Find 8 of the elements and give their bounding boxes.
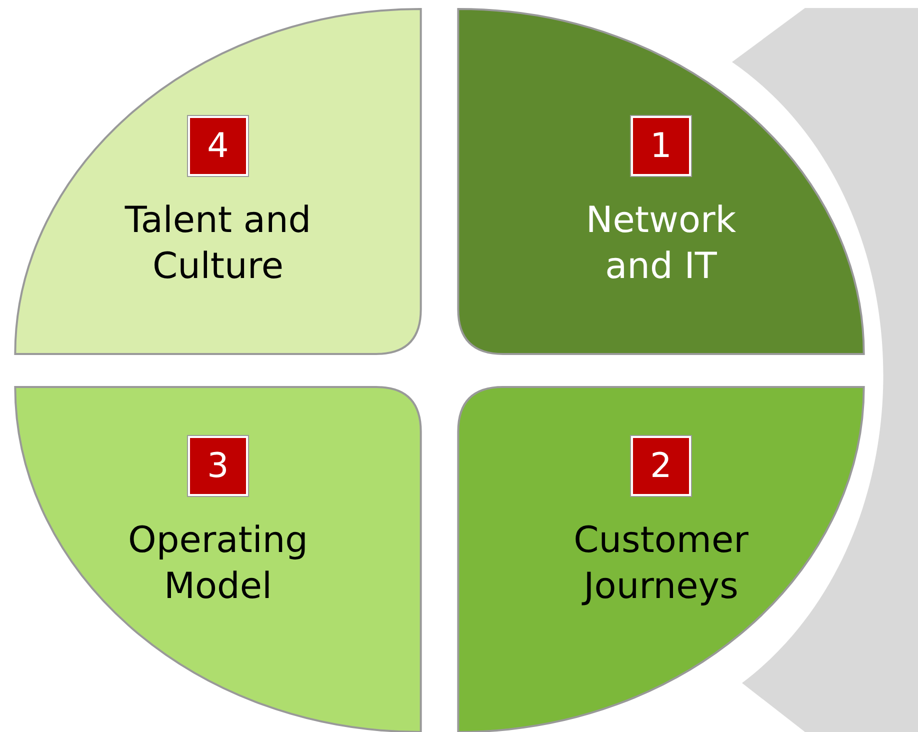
- segment-title: Operating Model: [127, 519, 309, 609]
- number-badge: 1: [631, 116, 691, 176]
- number-badge: 3: [188, 436, 248, 496]
- number-badge: 4: [188, 116, 248, 176]
- number-badge: 2: [631, 436, 691, 496]
- segment-title: Network and IT: [584, 199, 738, 289]
- segment-title: Talent and Culture: [124, 199, 312, 289]
- segment-title: Customer Journeys: [572, 519, 750, 609]
